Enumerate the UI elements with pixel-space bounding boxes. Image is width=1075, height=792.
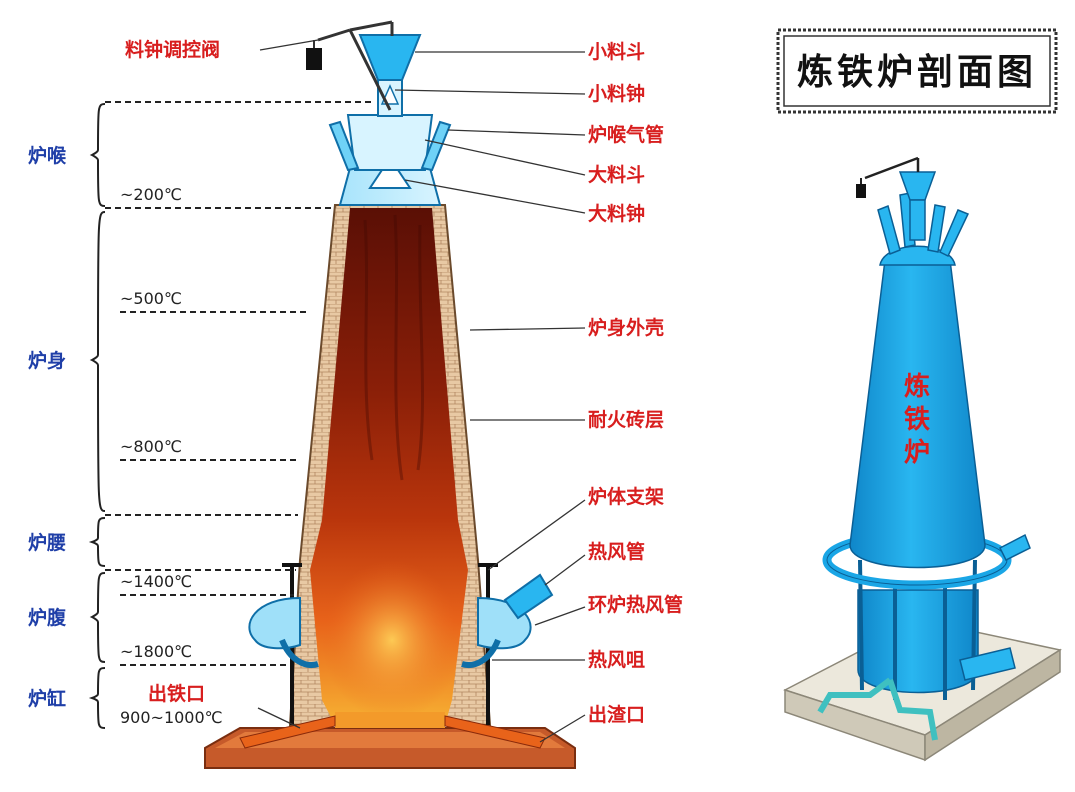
zone-waist: 炉腰 xyxy=(28,531,66,554)
bell-control-valve xyxy=(306,20,394,111)
label-hot-air-pipe: 热风管 xyxy=(588,540,645,563)
label-shell: 炉身外壳 xyxy=(588,316,664,339)
big-hopper xyxy=(346,114,434,171)
temp-800: ~800℃ xyxy=(120,437,182,456)
big-bell xyxy=(368,169,412,189)
iron-tap-channel xyxy=(239,715,336,749)
temp-200: ~200℃ xyxy=(120,185,182,204)
leader-lines xyxy=(257,39,586,743)
furnace-3d-model: 炼 铁 炉 xyxy=(783,156,1062,762)
temp-1400: ~1400℃ xyxy=(120,572,192,591)
label-support: 炉体支架 xyxy=(588,485,664,508)
label-ring-pipe: 环炉热风管 xyxy=(588,593,683,616)
label-bell-control-valve: 料钟调控阀 xyxy=(125,38,220,61)
furnace-cross-section xyxy=(204,20,576,769)
label-big-bell: 大料钟 xyxy=(588,202,645,225)
gas-pipe-right xyxy=(420,120,452,172)
zone-levels xyxy=(105,101,375,666)
diagram-title: 炼铁炉剖面图 xyxy=(797,52,1037,93)
label-tuyere: 热风咀 xyxy=(588,648,645,671)
hot-air-pipe xyxy=(503,573,554,620)
model-iron-channel xyxy=(817,677,892,714)
label-small-hopper: 小料斗 xyxy=(588,40,645,63)
label-small-bell: 小料钟 xyxy=(588,82,645,105)
title-box: 炼铁炉剖面图 xyxy=(776,28,1058,114)
small-hopper xyxy=(358,34,422,81)
zone-braces xyxy=(88,103,106,729)
temp-500: ~500℃ xyxy=(120,289,182,308)
model-label-3: 炉 xyxy=(904,438,930,468)
gas-pipe-left xyxy=(328,120,360,172)
model-hearth xyxy=(857,589,979,694)
label-brick: 耐火砖层 xyxy=(588,408,664,431)
zone-hearth: 炉缸 xyxy=(28,687,66,710)
model-label-2: 铁 xyxy=(904,404,930,435)
zone-throat: 炉喉 xyxy=(28,144,67,167)
model-slag-trough xyxy=(959,647,1016,681)
label-iron-hole: 出铁口 xyxy=(148,682,205,705)
label-big-hopper: 大料斗 xyxy=(588,163,645,186)
zone-body: 炉身 xyxy=(28,349,66,372)
temp-1800: ~1800℃ xyxy=(120,642,192,661)
model-label-1: 炼 xyxy=(904,372,930,402)
temp-900-1000: 900~1000℃ xyxy=(120,708,223,727)
fire-streaks xyxy=(363,214,424,481)
slag-tap-channel xyxy=(444,715,546,749)
label-gas-pipe: 炉喉气管 xyxy=(588,123,664,146)
model-base-side xyxy=(924,648,1061,762)
label-slag-hole: 出渣口 xyxy=(588,703,645,726)
ring-hot-air-pipe-left xyxy=(248,596,301,650)
tuyere-left xyxy=(279,638,319,668)
model-body xyxy=(849,259,986,569)
zone-belly: 炉腹 xyxy=(28,606,67,629)
tuyere-right xyxy=(461,638,501,668)
